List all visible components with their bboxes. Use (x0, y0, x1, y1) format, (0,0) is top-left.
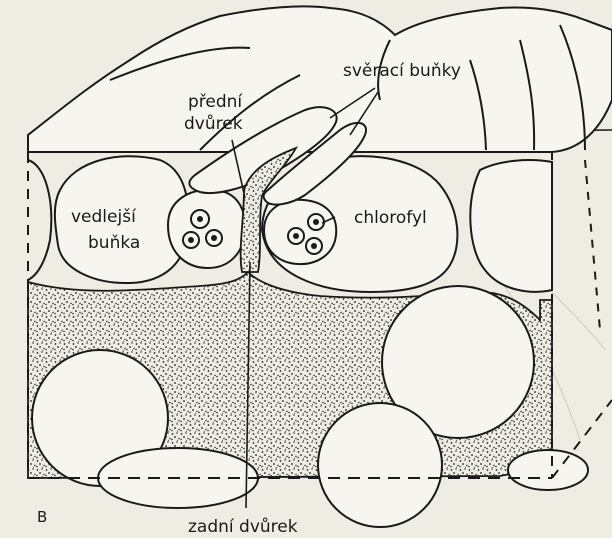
label-subsidiary-cell-line1: vedlejší (71, 207, 137, 227)
label-chlorophyll: chlorofyl (354, 208, 427, 228)
guard-cell-left (168, 190, 245, 268)
label-guard-cells: svěrací buňky (343, 61, 461, 81)
label-subsidiary-cell-line2: buňka (88, 233, 140, 253)
panel-letter: B (37, 508, 47, 526)
label-front-court-line2: dvůrek (184, 114, 243, 134)
label-front-court-line1: přední (188, 92, 243, 112)
label-back-court: zadní dvůrek (188, 517, 298, 537)
